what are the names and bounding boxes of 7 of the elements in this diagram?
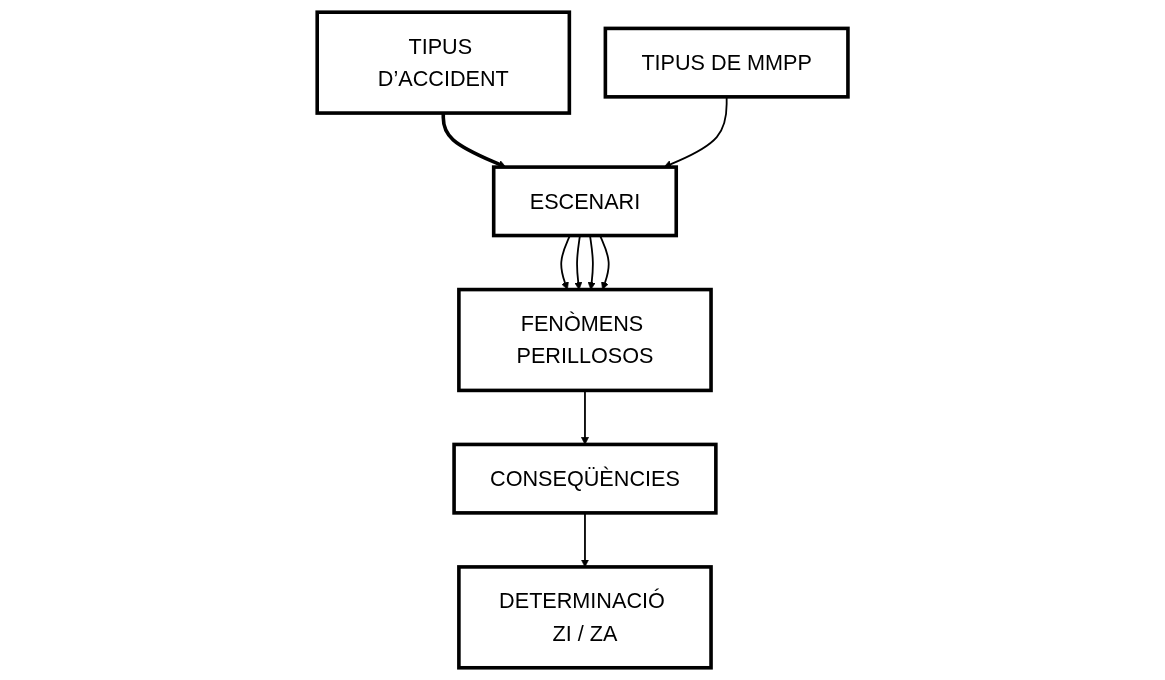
- node-box: TIPUS D’ACCIDENT: [315, 10, 572, 115]
- node-box: FENÒMENS PERILLOSOS: [457, 287, 713, 393]
- node-box: CONSEQÜÈNCIES: [452, 442, 718, 515]
- node-box: TIPUS DE MMPP: [603, 26, 850, 99]
- arrow: [441, 113, 507, 168]
- node-box: DETERMINACIÓ ZI / ZA: [457, 565, 713, 670]
- node-box: ESCENARI: [491, 165, 678, 238]
